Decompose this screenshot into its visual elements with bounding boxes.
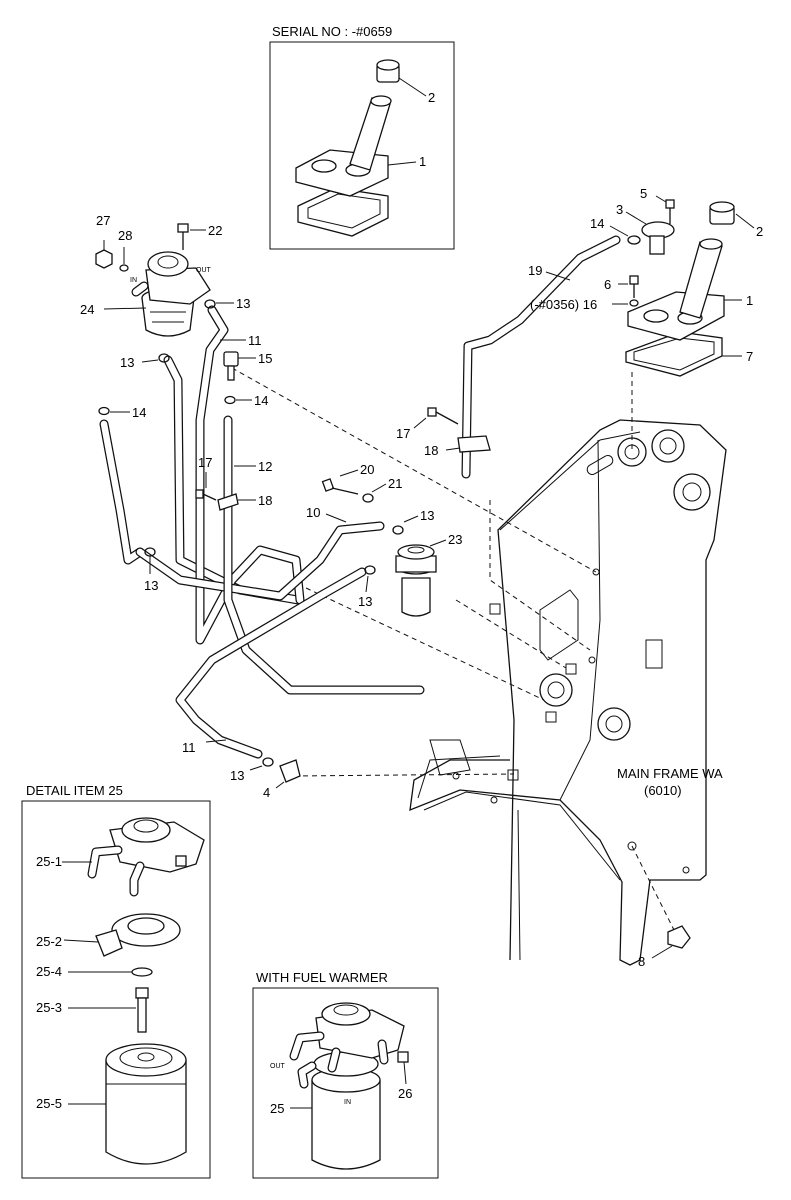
callout-6: 6 [604,277,611,292]
callout-16: (-#0356) 16 [530,297,597,312]
callout-25-3: 25-3 [36,1000,62,1015]
warmer-label-out: OUT [270,1063,286,1070]
small-parts: 13 13 11 15 14 14 13 17 12 18 [98,296,434,800]
callout-1: 1 [746,293,753,308]
callout-20: 20 [360,462,374,477]
callout-14b: 14 [132,405,146,420]
callout-14c: 14 [590,216,604,231]
callout-23: 23 [448,532,462,547]
warmer-inset-frame [252,987,439,1179]
frame-outline [409,419,727,966]
callout-14a: 14 [254,393,268,408]
callout-18b: 18 [424,443,438,458]
callout-4: 4 [263,785,270,800]
fuel-warmer-inset: WITH FUEL WARMER OUT IN 25 26 [252,970,439,1179]
callout-serial-1: 1 [419,154,426,169]
callout-serial-2: 2 [428,90,435,105]
filter-head [145,267,211,305]
frame-boss-5 [597,707,631,741]
detail-item-25-inset: DETAIL ITEM 25 25-1 25-2 25-4 25-3 [21,783,211,1179]
callout-11a: 11 [248,333,262,348]
callout-10: 10 [306,505,320,520]
callout-25-2: 25-2 [36,934,62,949]
callout-w25: 25 [270,1101,284,1116]
callout-3: 3 [616,202,623,217]
callout-2: 2 [756,224,763,239]
callout-25-1: 25-1 [36,854,62,869]
callout-17b: 17 [396,426,410,441]
callout-13c: 13 [144,578,158,593]
callout-5: 5 [640,186,647,201]
callout-22: 22 [208,223,222,238]
frame-label-line2: (6010) [644,783,682,798]
callout-13a: 13 [236,296,250,311]
frame-label-line1: MAIN FRAME WA [617,766,723,781]
callout-13e: 13 [358,594,372,609]
serial-header: SERIAL NO : -#0659 [272,24,392,39]
callout-25-5: 25-5 [36,1096,62,1111]
frame-boss-3 [673,473,711,511]
detail-header: DETAIL ITEM 25 [26,783,123,798]
frame-boss-1 [617,437,647,467]
callout-12: 12 [258,459,272,474]
callout-25-4: 25-4 [36,964,62,979]
warmer-label-in: IN [344,1099,351,1106]
label-in: IN [130,277,137,284]
warmer-cartridge [311,1080,381,1170]
callout-27: 27 [96,213,110,228]
callout-13f: 13 [230,768,244,783]
water-separator: 23 [395,532,462,617]
fuel-filter-head-assembly: OUT IN 22 27 28 24 [80,213,222,337]
callout-28: 28 [118,228,132,243]
serial-inset: SERIAL NO : -#0659 2 1 [269,24,455,250]
filter-bowl [141,297,195,337]
detail-inset-frame [21,800,211,1179]
callout-21: 21 [388,476,402,491]
callout-13b: 13 [120,355,134,370]
alignment-lines [231,367,677,935]
callout-24: 24 [80,302,94,317]
detail-filter-cartridge [105,1060,187,1165]
hoses [99,235,621,759]
callout-18a: 18 [258,493,272,508]
callout-w26: 26 [398,1086,412,1101]
filler-assembly: 7 1 2 3 5 14 19 6 [396,186,763,969]
callout-15: 15 [258,351,272,366]
callout-11b: 11 [182,740,196,755]
serial-inset-frame [269,41,455,250]
callout-19: 19 [528,263,542,278]
warmer-header: WITH FUEL WARMER [256,970,388,985]
main-frame: MAIN FRAME WA (6010) [409,419,727,966]
callout-17a: 17 [198,455,212,470]
callout-8: 8 [638,954,645,969]
frame-boss-2 [651,429,685,463]
callout-13d: 13 [420,508,434,523]
label-out: OUT [196,267,212,274]
frame-boss-4 [539,673,573,707]
callout-7: 7 [746,349,753,364]
